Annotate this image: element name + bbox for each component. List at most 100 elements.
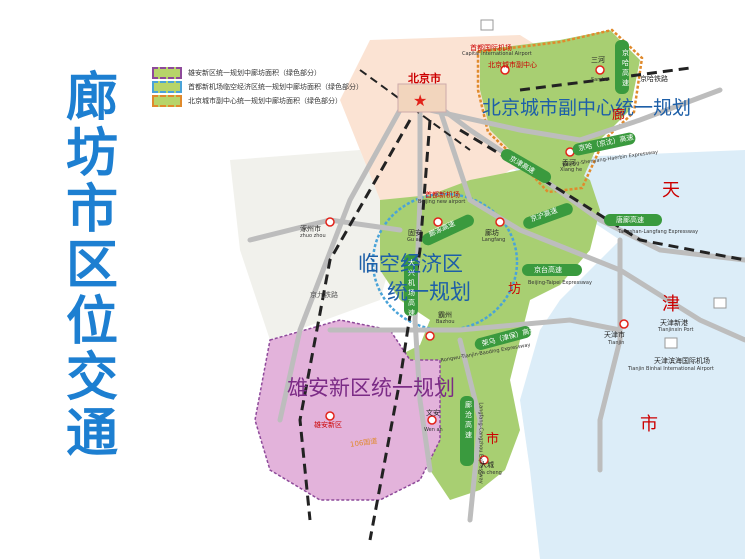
road-daxing: 大兴机场高速 bbox=[408, 259, 415, 317]
jingjin-badge bbox=[500, 149, 552, 183]
tianjin-port-icon bbox=[713, 297, 727, 309]
legend-swatch bbox=[152, 67, 182, 79]
daxing-badge bbox=[404, 254, 418, 316]
label-beijing: 北京市 bbox=[408, 72, 441, 85]
title-char: 廊 bbox=[65, 68, 118, 128]
label-zhuozhou-en: zhuo zhou bbox=[300, 233, 326, 239]
legend-label: 北京城市副中心统一规划中廊坊面积（绿色部分） bbox=[188, 98, 342, 105]
legend-row-tongzhou: 北京城市副中心统一规划中廊坊面积（绿色部分） bbox=[152, 94, 363, 108]
label-langfang: 廊坊 bbox=[485, 229, 499, 237]
bazhou-marker bbox=[425, 331, 435, 341]
label-xianghe-en: Xiang he bbox=[560, 167, 583, 173]
langfang-marker bbox=[495, 217, 505, 227]
road-jingha: 京哈高速 bbox=[622, 49, 629, 87]
jingtai-badge bbox=[522, 264, 582, 276]
label-capital-airport: 首都国际机场 bbox=[470, 44, 512, 52]
title-char: 交 bbox=[65, 348, 118, 408]
label-new-airport-en: Beijing new airport bbox=[418, 199, 466, 205]
label-jingha-rail: 京哈铁路 bbox=[640, 75, 668, 83]
road-network bbox=[247, 87, 745, 523]
guan-marker bbox=[433, 217, 443, 227]
road-jingtai-en: Beijing-Taipei Expressway bbox=[528, 280, 592, 286]
label-sanhe-en: San he bbox=[591, 77, 609, 83]
label-langfang-en: Langfang bbox=[482, 237, 506, 243]
zhuozhou-marker bbox=[325, 217, 335, 227]
xiongan-marker bbox=[325, 411, 335, 421]
label-xiongan: 雄安新区 bbox=[314, 421, 342, 429]
road-langcang: 廊沧高速 bbox=[465, 401, 472, 439]
label-sanhe: 三河 bbox=[591, 56, 605, 64]
title-char: 位 bbox=[65, 292, 118, 352]
map-legend: 雄安新区统一规划中廊坊面积（绿色部分） 首都新机场临空经济区统一规划中廊坊面积（… bbox=[152, 66, 363, 108]
zone-label-airport-2: 统一规划 bbox=[387, 280, 471, 304]
rongwu-badge bbox=[474, 326, 532, 350]
capital-airport-icon bbox=[480, 19, 494, 31]
label-tianjin-char-3: 市 bbox=[640, 414, 658, 435]
legend-label: 首都新机场临空经济区统一规划中廊坊面积（绿色部分） bbox=[188, 84, 363, 91]
title-char: 通 bbox=[65, 404, 118, 464]
road-jingtai: 京台高速 bbox=[534, 266, 562, 274]
label-tianjin-port-en: Tianjinxin Port bbox=[658, 327, 694, 333]
road-langcang-en: Langfang-Cangzhou Expressway bbox=[477, 402, 484, 484]
label-bazhou: 霸州 bbox=[438, 311, 452, 319]
hebei-west bbox=[230, 150, 400, 340]
tangliang-badge bbox=[604, 214, 662, 226]
xiongan-region bbox=[255, 320, 440, 500]
label-binhai-airport: 天津滨海国际机场 bbox=[654, 357, 710, 365]
label-tongzhou-center: 北京城市副中心 bbox=[488, 61, 537, 69]
label-capital-airport-en: Capital International Airport bbox=[462, 51, 532, 57]
jingha-badge bbox=[615, 40, 629, 94]
legend-swatch bbox=[152, 95, 182, 107]
label-guan-en: Gu an bbox=[407, 237, 422, 243]
beijing-star-icon: ★ bbox=[413, 93, 427, 110]
airport-zone-boundary bbox=[371, 192, 519, 332]
label-dacheng-en: Da cheng bbox=[478, 470, 502, 476]
legend-swatch bbox=[152, 81, 182, 93]
jinghu-badge bbox=[523, 203, 573, 229]
legend-row-xiongan: 雄安新区统一规划中廊坊面积（绿色部分） bbox=[152, 66, 363, 80]
binhai-airport-icon bbox=[664, 337, 678, 349]
label-tianjin-en: Tianjin bbox=[608, 340, 625, 346]
label-tianjin-char-1: 天 bbox=[662, 180, 680, 201]
zone-label-tongzhou: 北京城市副中心统一规划 bbox=[482, 97, 692, 119]
label-fang-char: 坊 bbox=[508, 282, 522, 297]
title-char: 区 bbox=[65, 236, 118, 296]
legend-label: 雄安新区统一规划中廊坊面积（绿色部分） bbox=[188, 70, 321, 77]
legend-row-airport: 首都新机场临空经济区统一规划中廊坊面积（绿色部分） bbox=[152, 80, 363, 94]
label-bazhou-en: Bazhou bbox=[436, 319, 455, 325]
title-char: 坊 bbox=[65, 124, 118, 184]
city-markers bbox=[325, 65, 629, 465]
dacheng-marker bbox=[479, 455, 489, 465]
label-tianjin-char-2: 津 bbox=[662, 294, 680, 315]
airport-icons bbox=[480, 19, 727, 349]
title-char: 市 bbox=[65, 180, 118, 240]
sanhe-marker bbox=[595, 65, 605, 75]
label-dacheng: 大城 bbox=[480, 461, 494, 469]
label-zhuozhou: 涿州市 bbox=[300, 225, 321, 233]
label-wenan-en: Wen an bbox=[424, 427, 443, 433]
label-tianjin-port: 天津新港 bbox=[660, 319, 688, 327]
wenan-marker bbox=[427, 415, 437, 425]
tongzhou-marker bbox=[500, 65, 510, 75]
langzhuo-badge bbox=[422, 214, 474, 246]
label-guan: 固安 bbox=[408, 229, 422, 237]
beijing-center-block bbox=[397, 83, 447, 113]
jingshen-badge bbox=[572, 132, 636, 156]
rail-jingjiu: 京九铁路 bbox=[310, 291, 338, 299]
label-new-airport: 首都新机场 bbox=[425, 191, 460, 199]
langcang-badge bbox=[460, 396, 474, 466]
expressway-badges bbox=[404, 40, 662, 466]
label-shi-char: 市 bbox=[486, 432, 500, 447]
label-wenan: 文安 bbox=[426, 409, 440, 417]
road-tangliang: 唐廊高速 bbox=[616, 216, 644, 224]
map-title: 廊 坊 市 区 位 交 通 bbox=[62, 70, 122, 462]
zone-label-airport-1: 临空经济区 bbox=[358, 252, 463, 276]
label-binhai-airport-en: Tianjin Binhai International Airport bbox=[628, 366, 714, 372]
label-lang-char: 廊 bbox=[612, 108, 626, 123]
zone-label-xiongan: 雄安新区统一规划 bbox=[287, 376, 455, 400]
label-tianjin: 天津市 bbox=[604, 331, 625, 339]
road-tangliang-en: Tangshan-Langfang Expressway bbox=[618, 229, 699, 235]
tianjin-marker bbox=[619, 319, 629, 329]
